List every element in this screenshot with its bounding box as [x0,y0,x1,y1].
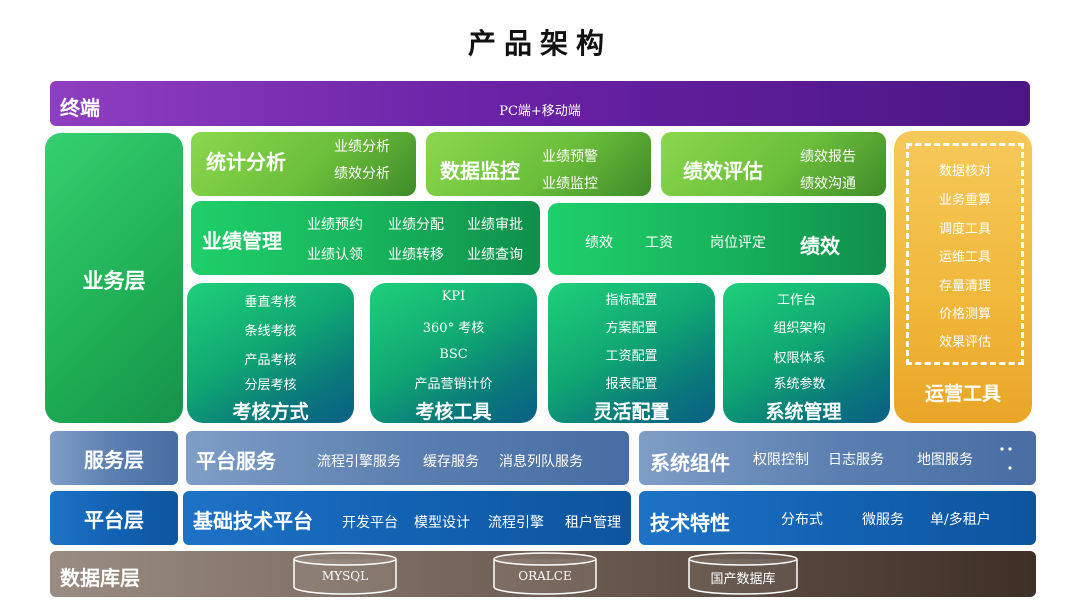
kpi-item: 工资 [645,235,673,251]
tech-platform-item: 模型设计 [414,515,470,531]
ops-tools-title: 运营工具 [924,383,1001,405]
evaluation-title: 绩效评估 [683,159,763,183]
system-mgmt-title: 系统管理 [765,401,842,423]
assessment-tools-card [370,283,537,423]
tech-features-item: 单/多租户 [930,512,991,528]
kpi-title: 绩效 [800,234,840,258]
tech-features-item: 分布式 [781,512,823,528]
performance-mgmt-item: 业绩分配 [388,217,444,233]
system-mgmt-item: 权限体系 [773,351,826,366]
stats-analysis-card [191,132,416,196]
ops-tools-item: 价格测算 [938,307,991,322]
flexible-config-item: 指标配置 [605,293,658,308]
assessment-methods-item: 产品考核 [244,353,297,368]
flexible-config-item: 方案配置 [605,321,658,336]
evaluation-item: 绩效报告 [800,149,856,165]
tech-platform-item: 开发平台 [342,515,398,531]
tech-platform-item: 流程引擎 [488,515,544,531]
page-title: 产品架构 [467,27,612,60]
assessment-methods-card [187,283,354,423]
stats-analysis-item: 绩效分析 [334,166,390,182]
assessment-methods-item: 条线考核 [244,324,297,339]
assessment-tools-item: BSC [439,347,468,362]
system-mgmt-item: 组织架构 [773,321,826,336]
ops-tools-card [894,131,1032,423]
tech-platform-block [183,491,631,545]
performance-mgmt-item: 业绩审批 [467,217,523,233]
data-monitor-card [426,132,651,196]
database-name: ORALCE [518,569,572,583]
flexible-config-item: 报表配置 [605,377,658,392]
tech-features-block [639,491,1036,545]
flexible-config-title: 灵活配置 [593,401,670,423]
database-cylinder-icon [293,552,397,595]
ops-tools-item: 存量清理 [938,279,991,294]
system-mgmt-item: 工作台 [776,293,816,308]
platform-services-title: 平台服务 [196,449,276,473]
ops-tools-item: 调度工具 [938,222,991,237]
kpi-item: 岗位评定 [710,235,766,251]
terminal-layer [50,81,1030,126]
assessment-methods-title: 考核方式 [232,401,309,423]
database-name: MYSQL [321,569,369,583]
business-layer-block [45,133,183,423]
platform-layer-block [50,491,178,545]
assessment-tools-item: KPI [441,289,466,304]
platform-services-item: 消息列队服务 [499,454,583,470]
system-components-item: 日志服务 [828,452,884,468]
database-cylinder-icon [493,552,597,595]
assessment-methods-item: 分层考核 [244,378,297,393]
performance-mgmt-card [191,201,540,275]
assessment-methods-item: 垂直考核 [244,295,297,310]
database-name: 国产数据库 [710,572,776,587]
evaluation-card [661,132,886,196]
platform-services-item: 流程引擎服务 [317,454,401,470]
database-layer-label: 数据库层 [60,566,140,590]
assessment-tools-item: 产品营销计价 [414,377,493,392]
flexible-config-card [548,283,715,423]
ops-tools-dashed-frame [906,143,1024,365]
performance-mgmt-item: 业绩预约 [307,217,363,233]
kpi-card [548,203,886,275]
business-layer-label: 业务层 [82,269,146,293]
data-monitor-item: 业绩监控 [542,176,598,192]
service-layer-label: 服务层 [84,447,144,472]
ops-tools-item: 效果评估 [938,335,991,350]
evaluation-item: 绩效沟通 [800,176,856,192]
system-components-block [639,431,1036,485]
kpi-item: 绩效 [585,235,613,251]
ops-tools-item: 数据核对 [938,164,991,179]
assessment-tools-title: 考核工具 [415,401,492,423]
tech-features-title: 技术特性 [650,511,730,535]
tech-platform-title: 基础技术平台 [193,509,313,533]
system-mgmt-item: 系统参数 [773,377,826,392]
flexible-config-item: 工资配置 [605,349,658,364]
system-components-item: 地图服务 [917,452,973,468]
system-components-title: 系统组件 [650,451,730,475]
system-components-item: 权限控制 [753,452,809,468]
performance-mgmt-item: 业绩认领 [307,247,363,263]
data-monitor-item: 业绩预警 [542,149,598,165]
tech-platform-item: 租户管理 [565,515,621,531]
platform-services-item: 缓存服务 [423,454,479,470]
platform-services-block [186,431,629,485]
database-layer-block [50,551,1036,597]
ops-tools-item: 运维工具 [938,250,991,265]
system-mgmt-card [723,283,890,423]
data-monitor-title: 数据监控 [440,159,520,183]
performance-mgmt-item: 业绩查询 [467,247,523,263]
terminal-layer-label: 终端 [60,96,100,120]
assessment-tools-item: 360° 考核 [422,321,485,336]
stats-analysis-item: 业绩分析 [334,139,390,155]
terminal-subtitle: PC端+移动端 [499,104,581,119]
performance-mgmt-title: 业绩管理 [202,229,282,253]
tech-features-item: 微服务 [862,512,904,528]
database-cylinder-icon [688,552,798,595]
performance-mgmt-item: 业绩转移 [388,247,444,263]
service-layer-block [50,431,178,485]
ops-tools-item: 业务重算 [938,193,991,208]
platform-layer-label: 平台层 [84,507,144,532]
ellipsis-dots-icon [1000,447,1012,470]
stats-analysis-title: 统计分析 [206,150,286,174]
